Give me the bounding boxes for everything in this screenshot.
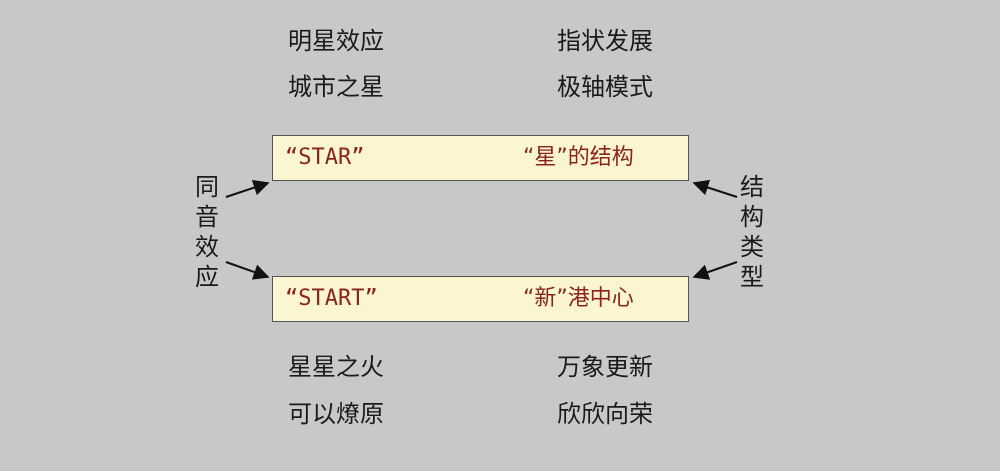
top-left-line-2: 城市之星	[288, 73, 384, 101]
structure-type-label: 结 构 类 型	[740, 173, 764, 291]
bottom-left-line-1: 星星之火	[288, 353, 384, 381]
bottom-right-line-2: 欣欣向荣	[557, 400, 653, 428]
bottom-left-line-2: 可以燎原	[288, 400, 384, 428]
star-box: “STAR” “星”的结构	[272, 135, 689, 181]
top-right-line-1: 指状发展	[557, 27, 653, 55]
arrow-left-to-start	[225, 261, 270, 280]
arrow-left-to-star	[225, 179, 270, 198]
homophone-effect-label: 同 音 效 应	[195, 173, 219, 291]
start-box-left-label: “START”	[285, 286, 378, 311]
bottom-right-line-1: 万象更新	[557, 353, 653, 381]
arrow-right-to-start	[692, 261, 738, 280]
start-box-right-label: “新”港中心	[523, 286, 634, 311]
star-box-left-label: “STAR”	[285, 145, 365, 170]
star-box-right-label: “星”的结构	[523, 145, 634, 170]
start-box: “START” “新”港中心	[272, 276, 689, 322]
arrow-right-to-star	[692, 179, 738, 198]
top-right-line-2: 极轴模式	[557, 73, 653, 101]
top-left-line-1: 明星效应	[288, 27, 384, 55]
